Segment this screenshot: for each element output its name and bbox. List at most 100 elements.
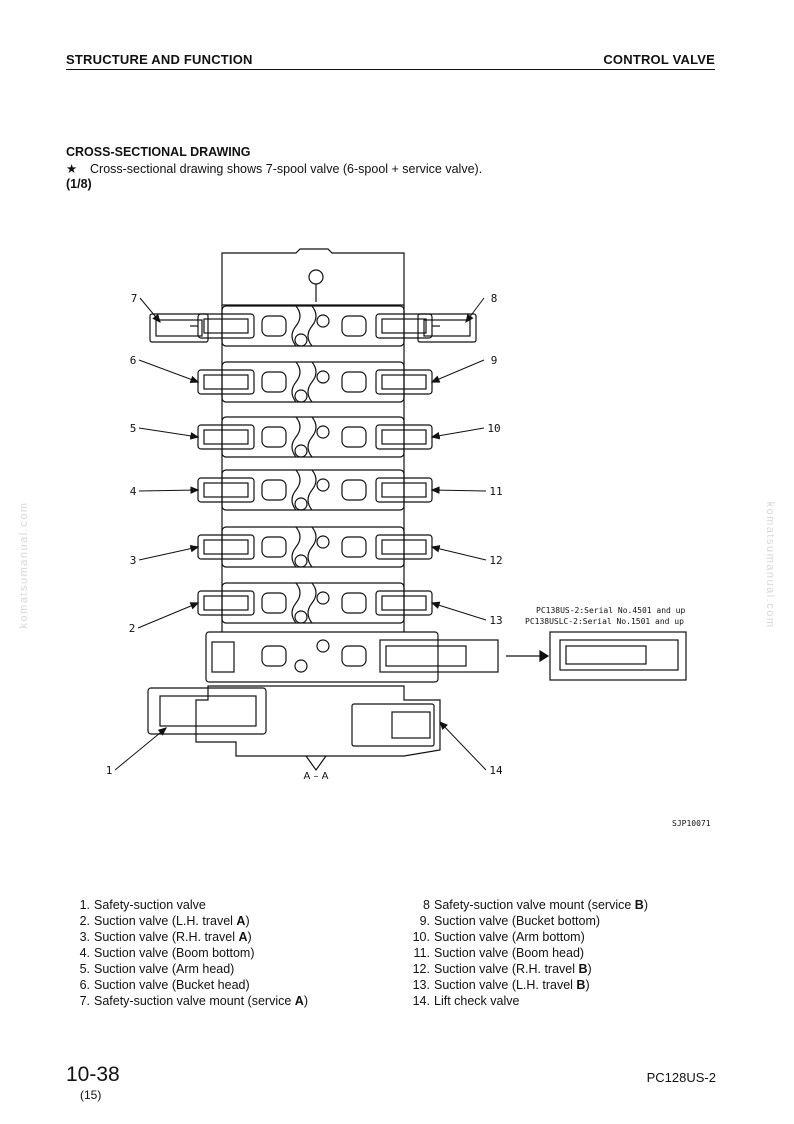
callout-label: 3	[130, 554, 137, 567]
header-chapter-title: CONTROL VALVE	[603, 52, 715, 67]
legend-item-number: 10.	[412, 930, 430, 944]
callout-leader	[138, 359, 199, 383]
figure-id: SJP10071	[672, 819, 711, 828]
legend-item-number: 4.	[79, 946, 90, 960]
legend-item-number: 2.	[79, 914, 90, 928]
top-port-icon	[308, 269, 324, 285]
service-mount-left	[149, 313, 209, 343]
serial-note-2: PC138USLC-2:Serial No.1501 and up	[525, 617, 684, 626]
callout-arrowhead-icon	[430, 486, 440, 494]
lift-check-valve	[351, 703, 435, 747]
callout-leader	[137, 602, 199, 629]
legend-item-number: 8	[423, 898, 430, 912]
callout-leader	[114, 727, 167, 771]
legend-item: 6. Suction valve (Bucket head)	[70, 977, 308, 993]
legend-item-number: 14.	[412, 994, 430, 1008]
legend-item: 12. Suction valve (R.H. travel B)	[408, 961, 648, 977]
legend-item-text: Suction valve (Arm bottom)	[434, 930, 585, 944]
legend-item: 5. Suction valve (Arm head)	[70, 961, 308, 977]
legend-item-text: Suction valve (R.H. travel	[94, 930, 239, 944]
legend-item: 4.Suction valve (Boom bottom)	[70, 945, 308, 961]
legend-item-text: Suction valve (Bucket bottom)	[434, 914, 601, 928]
note-line: ★Cross-sectional drawing shows 7-spool v…	[66, 161, 482, 176]
spool-row	[190, 469, 440, 511]
callout-label: 5	[130, 422, 137, 435]
callout-arrowhead-icon	[465, 313, 474, 324]
legend-item-number: 1.	[79, 898, 90, 912]
legend-item-tail: )	[643, 898, 648, 912]
legend-item-tail: )	[303, 994, 308, 1008]
legend-item-text: Safety-suction valve mount (service	[94, 994, 295, 1008]
callout-arrowhead-icon	[430, 601, 441, 609]
callout-label: 9	[491, 354, 498, 367]
spool-row	[190, 526, 440, 568]
legend-item-port: B	[576, 978, 586, 992]
legend-item-text: Suction valve (Bucket head)	[94, 978, 250, 992]
model-label: PC128US-2	[646, 1070, 716, 1085]
callout-leader	[431, 602, 487, 621]
legend-item-number: 13.	[412, 978, 430, 992]
callout-label: 14	[489, 764, 503, 777]
legend-item: 2.Suction valve (L.H. travel A)	[70, 913, 308, 929]
callout-arrowhead-icon	[430, 432, 441, 440]
legend-item-number: 5.	[79, 962, 90, 976]
legend-item-tail: )	[247, 930, 252, 944]
callout-label: 8	[491, 292, 498, 305]
legend-item-port: A	[236, 914, 246, 928]
legend-item-text: Suction valve (Boom head)	[434, 946, 585, 960]
header-section-title: STRUCTURE AND FUNCTION	[66, 52, 253, 67]
inset-detail	[549, 631, 687, 681]
callout-leader	[439, 721, 487, 771]
legend-item-number: 12.	[412, 962, 430, 976]
callout-arrowhead-icon	[190, 432, 200, 440]
callout-arrowhead-icon	[157, 727, 167, 736]
legend-item: 14. Lift check valve	[408, 993, 648, 1009]
spool-row	[190, 582, 440, 624]
legend-item-tail: )	[245, 914, 250, 928]
bottom-block	[195, 685, 441, 757]
header-rule	[66, 69, 715, 70]
callout-arrowhead-icon	[190, 486, 200, 494]
callout-arrowhead-icon	[430, 545, 441, 553]
serial-note-1: PC138US-2:Serial No.4501 and up	[536, 606, 685, 615]
callout-label: 7	[131, 292, 138, 305]
callout-arrowhead-icon	[439, 721, 448, 731]
legend-item: 1.Safety-suction valve	[70, 897, 308, 913]
legend-item-port: B	[578, 962, 588, 976]
legend-item-text: Lift check valve	[434, 994, 520, 1008]
page-number: 10-38	[66, 1063, 120, 1086]
callout-leader	[431, 359, 485, 383]
legend-item-tail: )	[585, 978, 590, 992]
callout-leader	[138, 546, 199, 561]
service-mount-right	[417, 313, 477, 343]
callout-label: 2	[129, 622, 136, 635]
legend-item: 7.Safety-suction valve mount (service A)	[70, 993, 308, 1009]
legend-item-port: A	[294, 994, 304, 1008]
legend-item-number: 6.	[79, 978, 90, 992]
callout-arrowhead-icon	[189, 375, 200, 383]
callout-label: 4	[130, 485, 137, 498]
callout-label: 10	[487, 422, 500, 435]
page-sub-number: (15)	[80, 1088, 102, 1102]
spool-row	[190, 361, 440, 403]
part-indicator: (1/8)	[66, 177, 92, 191]
section-title: CROSS-SECTIONAL DRAWING	[66, 145, 251, 159]
callout-label: 6	[130, 354, 137, 367]
callout-leader	[138, 427, 199, 438]
legend-item: 11.Suction valve (Boom head)	[408, 945, 648, 961]
legend-item-text: Suction valve (Arm head)	[94, 962, 235, 976]
legend-item: 9.Suction valve (Bucket bottom)	[408, 913, 648, 929]
legend-item-tail: )	[587, 962, 592, 976]
spool-row	[190, 416, 440, 458]
legend-item-number: 3.	[79, 930, 90, 944]
legend-item-text: Safety-suction valve mount (service	[434, 898, 635, 912]
callout-label: 11	[489, 485, 502, 498]
inset-arrow-icon	[539, 649, 550, 663]
callout-leader	[431, 427, 485, 438]
legend-item-text: Suction valve (R.H. travel	[434, 962, 579, 976]
callout-arrowhead-icon	[430, 375, 441, 383]
service-valve-row	[205, 631, 439, 683]
